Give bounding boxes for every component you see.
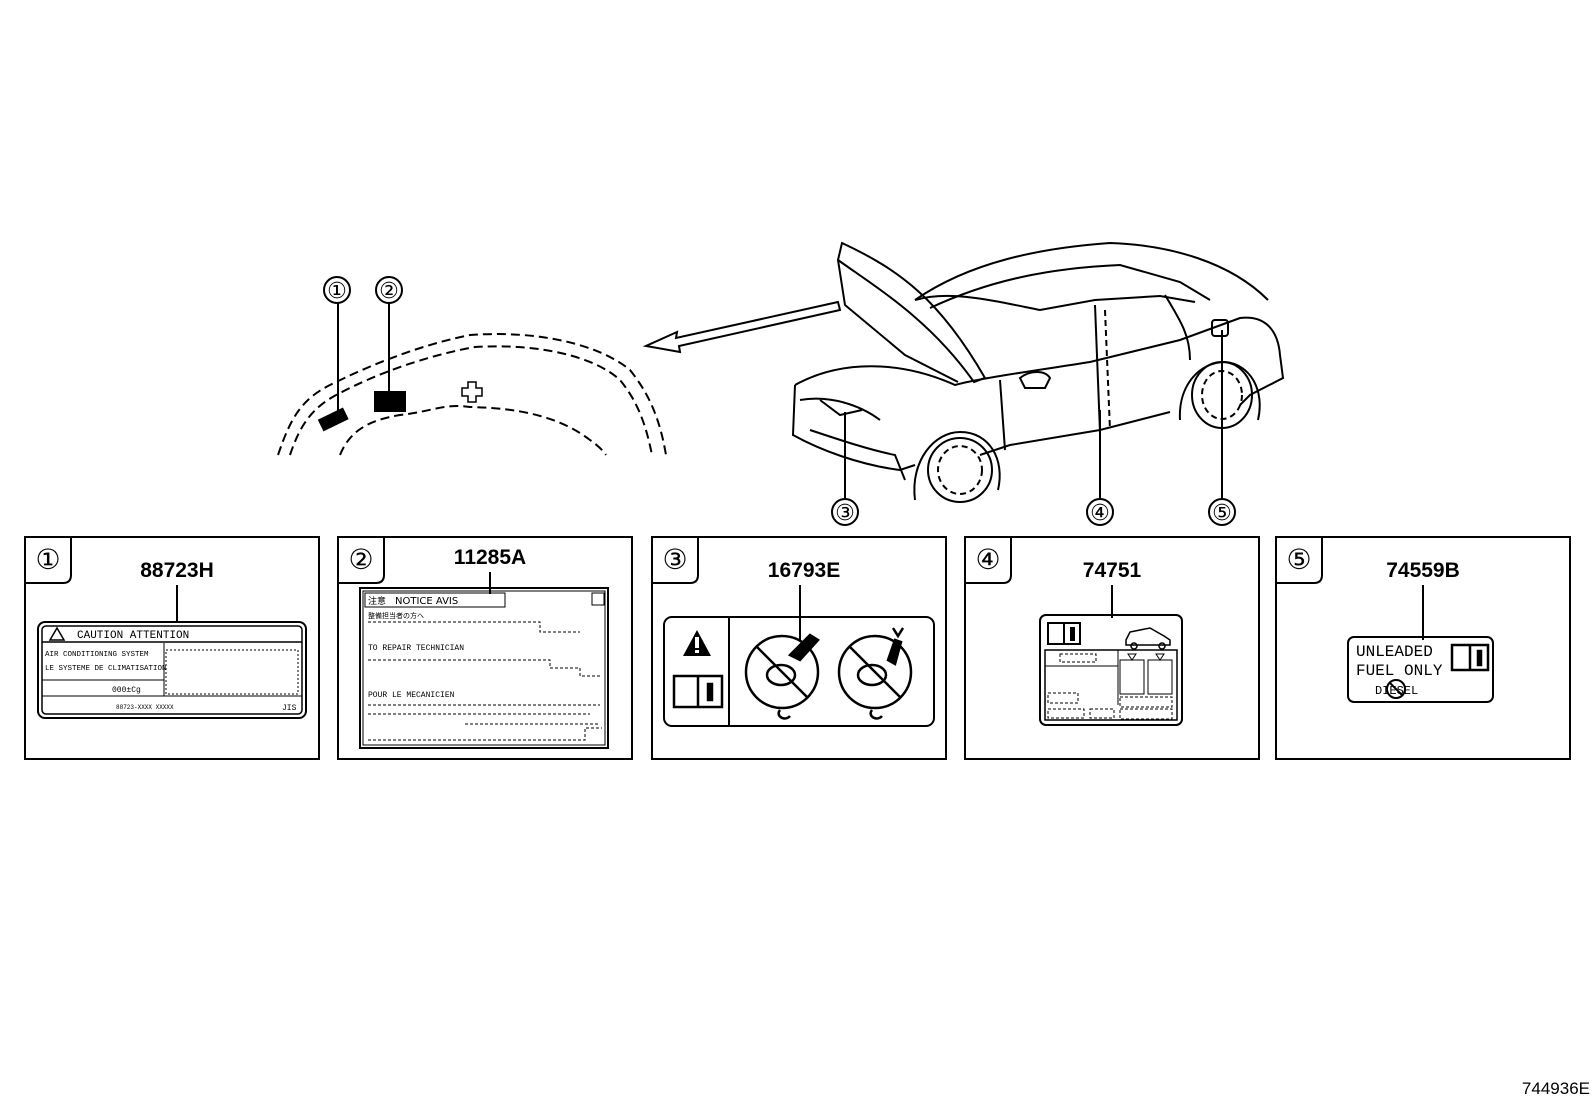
label-88723h: CAUTION ATTENTION AIR CONDITIONING SYSTE… bbox=[37, 621, 307, 719]
callout-4-car: ④ bbox=[1086, 498, 1114, 526]
manual-book-icon bbox=[1047, 622, 1081, 645]
warning-triangle-icon bbox=[48, 626, 66, 641]
hood-underside-view bbox=[277, 302, 667, 456]
panel-3-index: ③ bbox=[662, 543, 687, 576]
fuel-door bbox=[1211, 319, 1229, 337]
callout-2-top: ② bbox=[375, 276, 403, 304]
panel-1-part-number: 88723H bbox=[140, 559, 214, 582]
no-fan-hand-icon bbox=[744, 633, 820, 720]
panel-4-index: ④ bbox=[975, 543, 1000, 576]
label5-line2: FUEL ONLY bbox=[1356, 662, 1443, 680]
panel-1-index: ① bbox=[35, 543, 60, 576]
panel-5: ⑤ 74559B UNLEADED FUEL ONLY DIESEL bbox=[1275, 536, 1571, 760]
panel-2-index: ② bbox=[348, 543, 373, 576]
manual-book-icon bbox=[672, 674, 724, 709]
hood-label-2-marker bbox=[374, 391, 406, 412]
label1-footer-right: JIS bbox=[282, 704, 297, 713]
panel-3: ③ 16793E bbox=[651, 536, 947, 760]
panel-2: ② 11285A 注意 NOTICE AVIS 整備担当者の方へ TO REPA… bbox=[337, 536, 633, 760]
hood-label-1-marker bbox=[317, 407, 349, 432]
callout-3-car-text: ③ bbox=[835, 501, 855, 526]
label-74559b: UNLEADED FUEL ONLY DIESEL bbox=[1347, 636, 1494, 703]
label1-header: CAUTION ATTENTION bbox=[77, 630, 189, 642]
label-74751 bbox=[1039, 614, 1183, 726]
hood-clip-icon bbox=[461, 381, 483, 403]
label1-line2: LE SYSTEME DE CLIMATISATION bbox=[45, 665, 167, 673]
car-icon bbox=[1125, 627, 1171, 650]
panel-4: ④ 74751 bbox=[964, 536, 1260, 760]
label2-header: NOTICE AVIS bbox=[395, 596, 458, 607]
callout-5-car: ⑤ bbox=[1208, 498, 1236, 526]
callout-1-top-text: ① bbox=[327, 279, 347, 304]
label1-refrigerant: 000±Cg bbox=[112, 686, 141, 695]
label2-line-jp: 整備担当者の方へ bbox=[368, 611, 424, 620]
panel-3-part-number: 16793E bbox=[768, 559, 840, 582]
prohibition-icon bbox=[1386, 679, 1406, 699]
car-illustration bbox=[791, 241, 1285, 503]
figure-id: 744936E bbox=[1522, 1079, 1590, 1098]
no-fan-tool-icon bbox=[837, 627, 913, 720]
callout-1-top: ① bbox=[323, 276, 351, 304]
manual-book-icon bbox=[1450, 643, 1490, 672]
panel-4-part-number: 74751 bbox=[1083, 559, 1142, 582]
panel-1: ① 88723H CAUTION ATTENTION AIR CONDITION… bbox=[24, 536, 320, 760]
label-11285a: 注意 NOTICE AVIS 整備担当者の方へ TO REPAIR TECHNI… bbox=[359, 587, 609, 749]
label1-line1: AIR CONDITIONING SYSTEM bbox=[45, 651, 149, 659]
label1-footer-code: 88723-XXXX XXXXX bbox=[116, 704, 174, 711]
label2-header-jp: 注意 bbox=[368, 595, 386, 607]
panel-5-part-number: 74559B bbox=[1386, 559, 1460, 582]
callout-4-car-text: ④ bbox=[1090, 501, 1110, 526]
label-16793e bbox=[663, 616, 935, 727]
label2-line-fr: POUR LE MECANICIEN bbox=[368, 691, 455, 700]
callout-5-car-text: ⑤ bbox=[1212, 501, 1232, 526]
view-arrow bbox=[642, 300, 842, 354]
label5-line1: UNLEADED bbox=[1356, 643, 1433, 661]
callout-3-car: ③ bbox=[831, 498, 859, 526]
callout-2-top-text: ② bbox=[379, 279, 399, 304]
panel-5-index: ⑤ bbox=[1286, 543, 1311, 576]
label2-line-en: TO REPAIR TECHNICIAN bbox=[368, 644, 464, 653]
panel-2-part-number: 11285A bbox=[454, 546, 526, 569]
